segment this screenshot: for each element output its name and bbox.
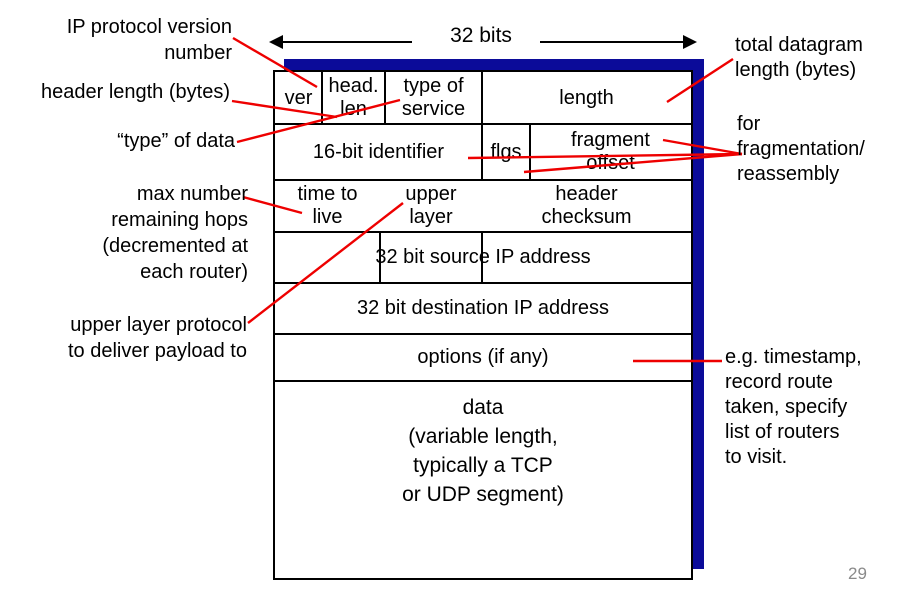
field-upper-layer: upper layer — [405, 183, 457, 228]
field-identifier: 16-bit identifier — [312, 140, 445, 163]
width-arrow-left-head-icon — [269, 35, 283, 49]
row-divider — [275, 282, 691, 284]
annotation-max-hops: max number remaining hops (decremented a… — [102, 183, 248, 283]
field-version: ver — [284, 86, 313, 109]
field-header-length: head. len — [328, 75, 379, 120]
field-fragment-offset: fragment offset — [571, 129, 650, 174]
column-divider — [384, 72, 386, 125]
column-divider — [321, 72, 323, 125]
field-options: options (if any) — [417, 346, 549, 368]
column-divider — [481, 231, 483, 284]
row-divider — [275, 179, 691, 181]
column-divider — [481, 72, 483, 125]
annotation-fragmentation: for fragmentation/ reassembly — [737, 113, 865, 185]
row-divider — [275, 123, 691, 125]
field-flags: flgs — [490, 140, 522, 163]
row-divider — [275, 333, 691, 335]
annotation-type-of-data: “type” of data — [117, 130, 235, 152]
field-source-address: 32 bit source IP address — [375, 246, 591, 268]
field-type-of-service: type of service — [401, 75, 466, 120]
width-arrow-right-head-icon — [683, 35, 697, 49]
annotation-options-examples: e.g. timestamp, record route taken, spec… — [725, 346, 862, 468]
annotation-ip-version: IP protocol version number — [66, 16, 232, 64]
field-time-to-live: time to live — [297, 183, 358, 228]
ip-header-table: ver head. len type of service length 16-… — [273, 70, 693, 580]
field-destination-address: 32 bit destination IP address — [356, 297, 610, 319]
field-length: length — [559, 86, 614, 109]
annotation-total-length: total datagram length (bytes) — [735, 34, 863, 81]
row-divider — [275, 380, 691, 382]
page-number: 29 — [848, 564, 867, 583]
column-divider — [481, 123, 483, 181]
field-header-checksum: header checksum — [541, 183, 632, 228]
row-divider — [275, 231, 691, 233]
field-data: data (variable length, typically a TCP o… — [402, 396, 564, 506]
column-divider — [529, 123, 531, 181]
annotation-header-length: header length (bytes) — [40, 81, 230, 103]
bits-width-label: 32 bits — [450, 24, 512, 47]
annotation-upper-layer-protocol: upper layer protocol to deliver payload … — [67, 314, 247, 362]
